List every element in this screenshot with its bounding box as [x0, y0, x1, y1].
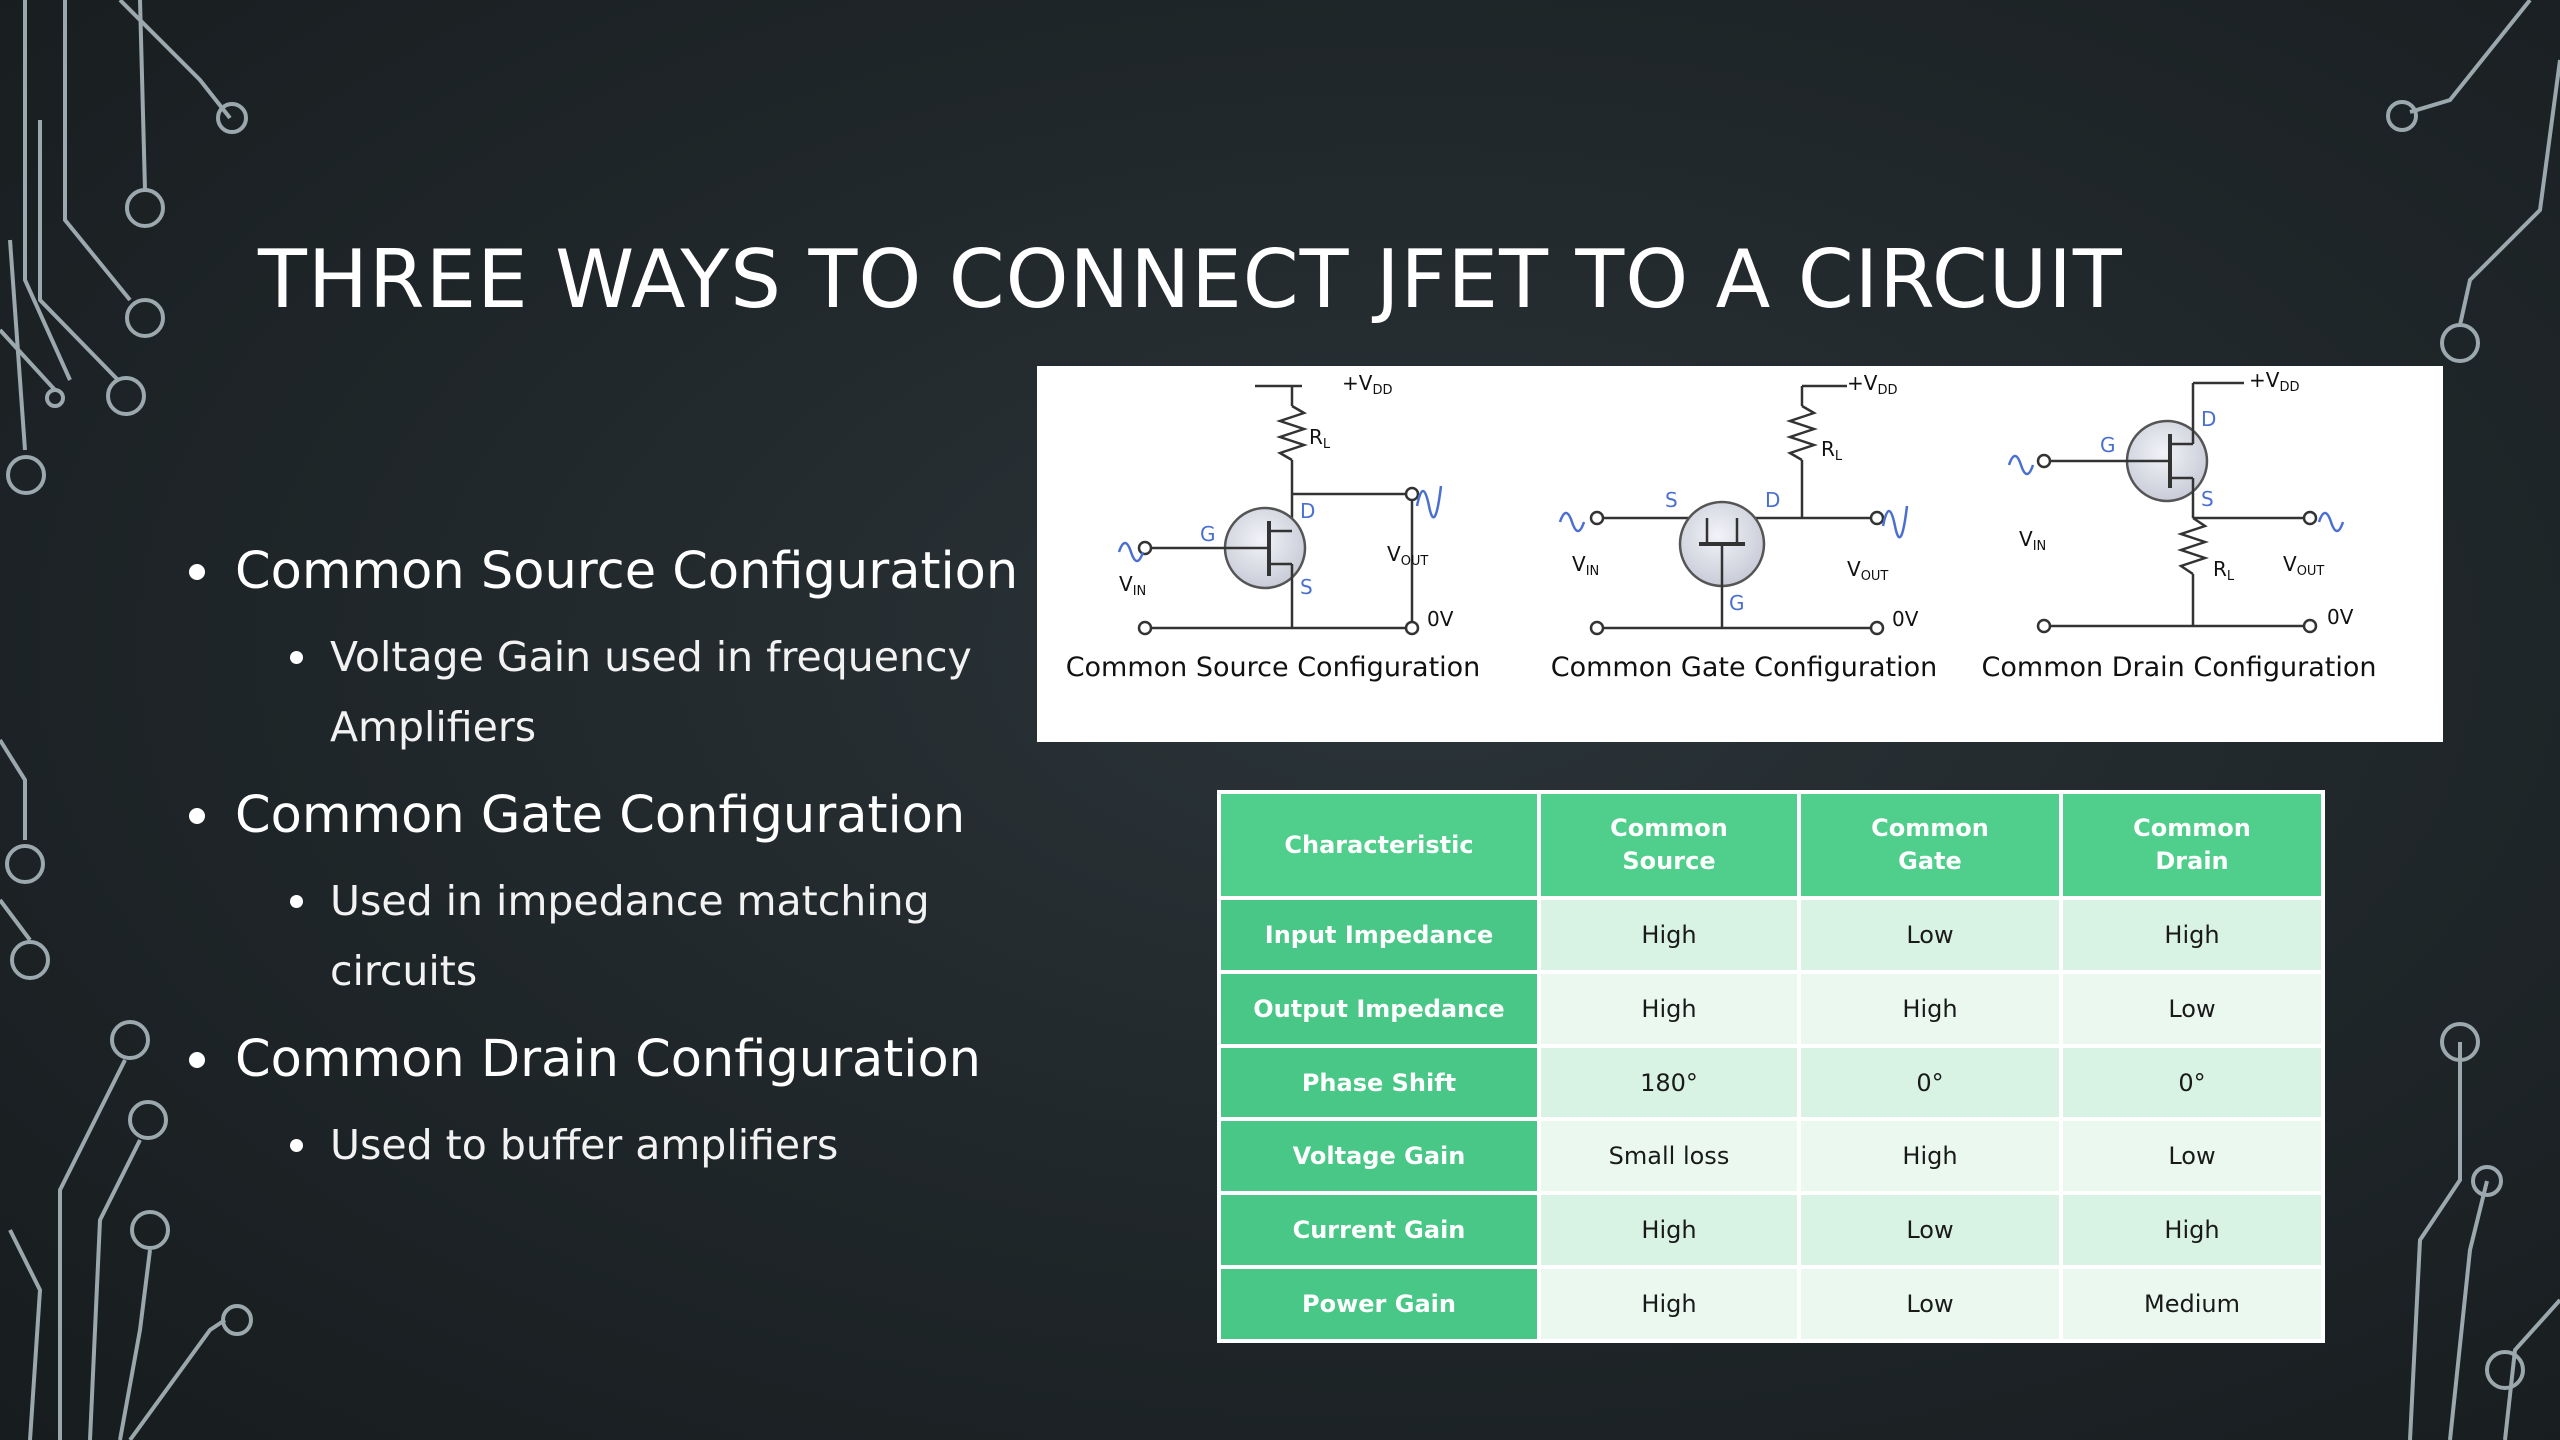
caption-common-gate: Common Gate Configuration — [1550, 652, 1938, 683]
row-label: Voltage Gain — [1217, 1117, 1541, 1196]
circuit-schematics: +VDD RL G D S VIN VOUT 0V — [1117, 368, 2354, 636]
table-cell: High — [1537, 1265, 1801, 1343]
svg-text:G: G — [1729, 591, 1745, 615]
svg-text:D: D — [1765, 488, 1780, 512]
table-cell: Low — [2059, 969, 2325, 1048]
common-drain-schematic — [2007, 381, 2345, 634]
table-row: Input Impedance High Low High — [1217, 896, 2325, 974]
slide-title: THREE WAYS TO CONNECT JFET TO A CIRCUIT — [258, 233, 2123, 326]
sub-bullet-common-gate: Used in impedance matching circuits — [290, 866, 1035, 1006]
svg-text:VOUT: VOUT — [2283, 552, 2324, 579]
svg-text:VOUT: VOUT — [1387, 542, 1428, 569]
bullet-list: Common Source Configuration Voltage Gain… — [185, 540, 1035, 1202]
row-label: Output Impedance — [1217, 969, 1541, 1048]
table-row: Voltage Gain Small loss High Low — [1217, 1117, 2325, 1196]
table-cell: High — [1797, 1117, 2063, 1196]
header-common-gate: Common Gate — [1797, 790, 2063, 900]
table-cell: High — [2059, 1191, 2325, 1270]
table-cell: 0° — [1797, 1043, 2063, 1122]
table-cell: 0° — [2059, 1043, 2325, 1122]
header-common-drain: Common Drain — [2059, 790, 2325, 900]
svg-text:VIN: VIN — [2019, 527, 2046, 554]
common-source-schematic — [1117, 384, 1443, 636]
table-header-row: Characteristic Common Source Common Gate… — [1217, 790, 2325, 900]
row-label: Power Gain — [1217, 1265, 1541, 1343]
sub-bullet-common-drain: Used to buffer amplifiers — [290, 1110, 1035, 1180]
svg-text:VIN: VIN — [1572, 552, 1599, 579]
svg-text:RL: RL — [2213, 557, 2235, 584]
caption-common-source: Common Source Configuration — [1065, 652, 1481, 683]
comparison-table: Characteristic Common Source Common Gate… — [1217, 790, 2325, 1343]
svg-text:G: G — [1200, 522, 1216, 546]
svg-text:VIN: VIN — [1119, 572, 1146, 599]
bullet-common-gate: Common Gate Configuration — [185, 784, 1035, 848]
svg-text:S: S — [1300, 575, 1313, 599]
bullet-common-drain: Common Drain Configuration — [185, 1028, 1035, 1092]
common-gate-schematic — [1558, 384, 1909, 636]
svg-text:+VDD: +VDD — [1847, 371, 1897, 398]
svg-text:0V: 0V — [1427, 607, 1454, 631]
svg-text:+VDD: +VDD — [2249, 368, 2299, 395]
table-cell: Small loss — [1537, 1117, 1801, 1196]
caption-common-drain: Common Drain Configuration — [1981, 652, 2377, 683]
bullet-common-source: Common Source Configuration — [185, 540, 1035, 604]
table-cell: Low — [1797, 896, 2063, 974]
svg-text:RL: RL — [1309, 425, 1331, 452]
table-cell: Medium — [2059, 1265, 2325, 1343]
table-row: Output Impedance High High Low — [1217, 969, 2325, 1048]
svg-text:VOUT: VOUT — [1847, 557, 1888, 584]
table-cell: High — [1537, 969, 1801, 1048]
svg-text:S: S — [2201, 487, 2214, 511]
table-cell: High — [1537, 896, 1801, 974]
table-cell: Low — [1797, 1191, 2063, 1270]
jfet-configuration-diagram: +VDD RL G D S VIN VOUT 0V — [1037, 366, 2443, 742]
header-common-source: Common Source — [1537, 790, 1801, 900]
table-row: Current Gain High Low High — [1217, 1191, 2325, 1270]
svg-text:G: G — [2100, 433, 2116, 457]
row-label: Phase Shift — [1217, 1043, 1541, 1122]
sub-bullet-common-source: Voltage Gain used in frequency Amplifier… — [290, 622, 1035, 762]
table-cell: High — [2059, 896, 2325, 974]
table-row: Phase Shift 180° 0° 0° — [1217, 1043, 2325, 1122]
table-cell: 180° — [1537, 1043, 1801, 1122]
svg-text:D: D — [2201, 407, 2216, 431]
svg-text:0V: 0V — [1892, 607, 1919, 631]
row-label: Input Impedance — [1217, 896, 1541, 974]
table-cell: High — [1537, 1191, 1801, 1270]
svg-text:0V: 0V — [2327, 605, 2354, 629]
table-cell: High — [1797, 969, 2063, 1048]
table-cell: Low — [1797, 1265, 2063, 1343]
table-cell: Low — [2059, 1117, 2325, 1196]
svg-text:RL: RL — [1821, 437, 1843, 464]
svg-text:D: D — [1300, 499, 1315, 523]
row-label: Current Gain — [1217, 1191, 1541, 1270]
svg-text:S: S — [1665, 488, 1678, 512]
svg-text:+VDD: +VDD — [1342, 371, 1392, 398]
table-row: Power Gain High Low Medium — [1217, 1265, 2325, 1343]
header-characteristic: Characteristic — [1217, 790, 1541, 900]
